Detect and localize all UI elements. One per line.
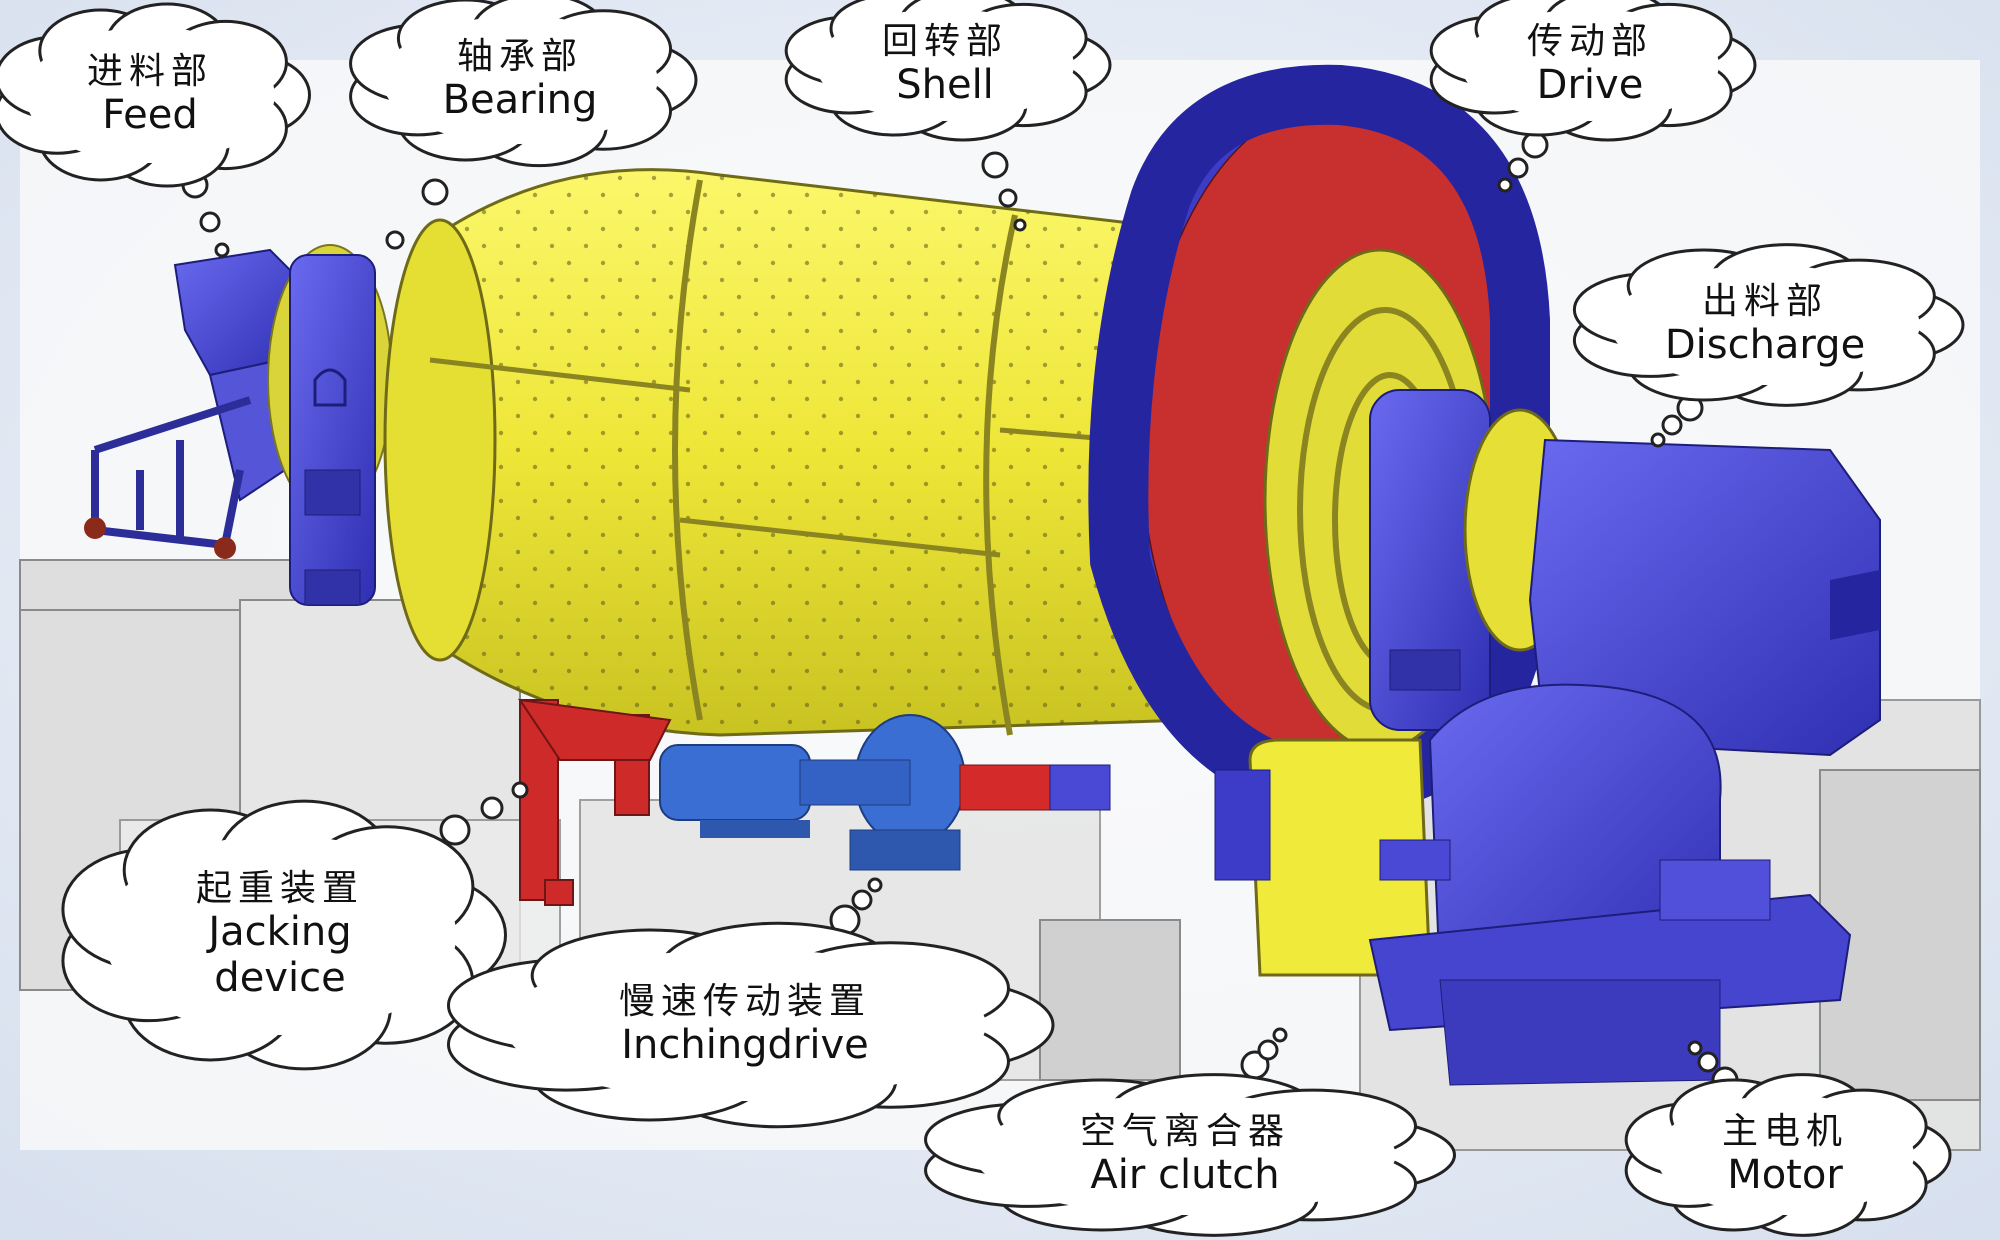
cloud-clutch-connector-2: [1272, 1027, 1288, 1043]
cloud-discharge: [1572, 243, 1965, 448]
cloud-bearing-connector-0: [421, 178, 449, 206]
cloud-feed-connector-1: [199, 211, 221, 233]
mill-shell: [383, 168, 1192, 737]
cloud-shell: [784, 0, 1112, 232]
cloud-jacking-connector-0: [439, 814, 471, 846]
cloud-drive-connector-1: [1507, 157, 1529, 179]
cloud-shell-connector-0: [981, 151, 1009, 179]
cloud-discharge-connector-2: [1650, 432, 1666, 448]
drive-shaft: [1379, 839, 1451, 881]
cloud-feed: [0, 2, 312, 258]
cloud-clutch: [924, 1027, 1456, 1237]
discharge-cover: [1528, 438, 1881, 757]
cloud-inching-connector-2: [867, 877, 883, 893]
inching-drive: [659, 714, 1111, 871]
left-bearing-housing: [267, 244, 393, 606]
cloud-bearing: [349, 0, 698, 250]
cloud-drive: [1429, 0, 1757, 193]
cloud-motor-connector-2: [1687, 1040, 1703, 1056]
cloud-motor: [1624, 1040, 1952, 1237]
cloud-bearing-connector-1: [385, 230, 405, 250]
main-motor: [1368, 683, 1852, 1086]
cloud-feed-connector-2: [214, 242, 230, 258]
jacking-device: [517, 698, 672, 906]
cloud-inching-connector-1: [851, 889, 873, 911]
cloud-inching: [446, 877, 1055, 1129]
cloud-shell-connector-2: [1013, 218, 1027, 232]
cloud-motor-connector-1: [1697, 1051, 1719, 1073]
cloud-jacking-connector-1: [480, 796, 504, 820]
air-clutch: [1214, 738, 1432, 977]
cloud-discharge-connector-1: [1661, 414, 1683, 436]
cloud-clutch-connector-1: [1257, 1039, 1279, 1061]
cloud-shell-connector-1: [998, 188, 1018, 208]
cloud-jacking-connector-2: [511, 781, 529, 799]
cloud-drive-connector-2: [1497, 177, 1513, 193]
cloud-jacking: [61, 781, 529, 1071]
cloud-drive-connector-0: [1521, 131, 1549, 159]
